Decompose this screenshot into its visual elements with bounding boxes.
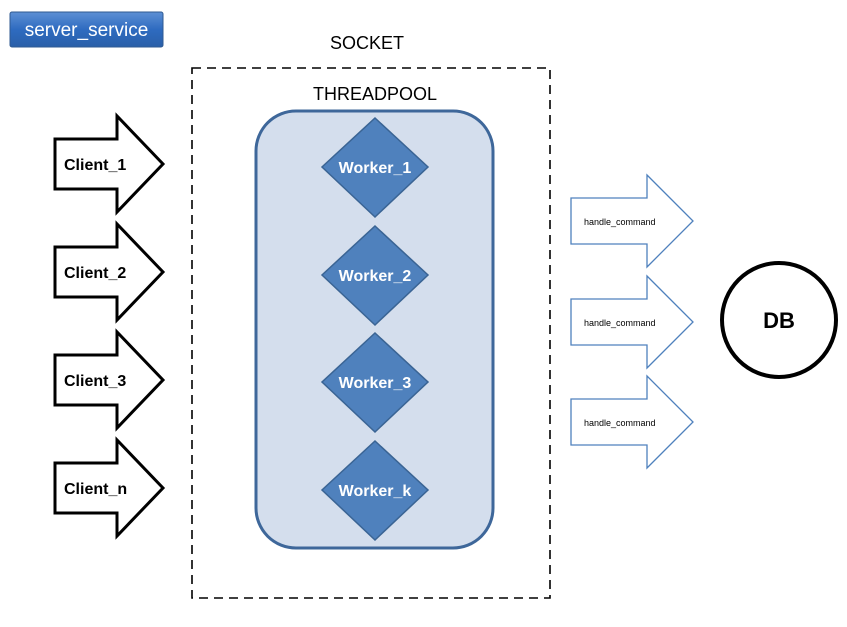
command-arrow-2: handle_command bbox=[570, 274, 694, 370]
threadpool-label: THREADPOOL bbox=[313, 84, 437, 104]
client-arrow-3: Client_3 bbox=[53, 328, 166, 432]
client-label-2: Client_2 bbox=[64, 265, 126, 282]
command-arrow-1: handle_command bbox=[570, 173, 694, 269]
worker-label-1: Worker_1 bbox=[339, 160, 412, 177]
server-service-text: server_service bbox=[25, 20, 149, 41]
client-arrow-n: Client_n bbox=[53, 436, 166, 540]
db-label: DB bbox=[763, 308, 795, 333]
worker-node-2: Worker_2 bbox=[320, 224, 430, 327]
worker-label-2: Worker_2 bbox=[339, 268, 412, 285]
command-label-3: handle_command bbox=[584, 418, 656, 428]
threadpool-container bbox=[254, 109, 495, 550]
socket-label: SOCKET bbox=[330, 33, 404, 53]
worker-node-k: Worker_k bbox=[320, 439, 430, 542]
client-label-n: Client_n bbox=[64, 481, 127, 498]
client-arrow-2: Client_2 bbox=[53, 220, 166, 324]
socket-boundary bbox=[191, 67, 551, 599]
command-arrow-3: handle_command bbox=[570, 374, 694, 470]
server-service-label: server_service bbox=[9, 11, 164, 48]
worker-node-1: Worker_1 bbox=[320, 116, 430, 219]
command-label-1: handle_command bbox=[584, 217, 656, 227]
worker-label-3: Worker_3 bbox=[339, 375, 412, 392]
worker-label-k: Worker_k bbox=[339, 483, 412, 500]
worker-node-3: Worker_3 bbox=[320, 331, 430, 434]
client-label-3: Client_3 bbox=[64, 373, 126, 390]
db-node: DB bbox=[720, 261, 838, 379]
client-label-1: Client_1 bbox=[64, 157, 126, 174]
client-arrow-1: Client_1 bbox=[53, 112, 166, 216]
command-label-2: handle_command bbox=[584, 318, 656, 328]
